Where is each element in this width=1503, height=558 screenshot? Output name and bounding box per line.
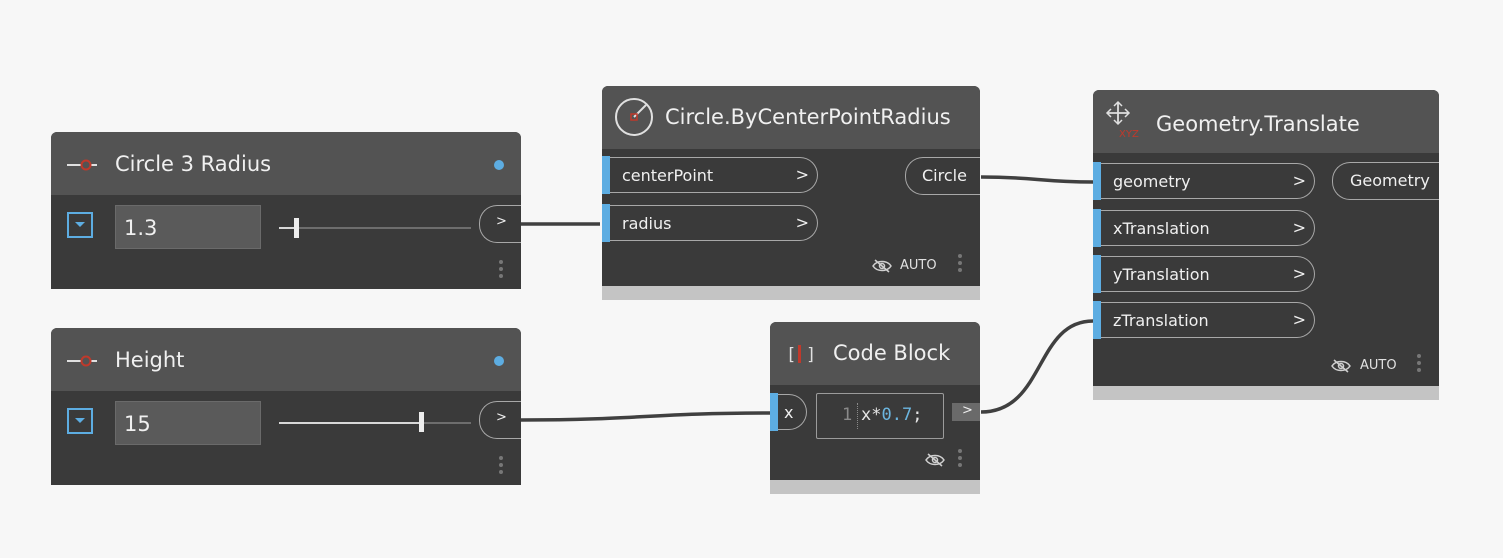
line-separator — [857, 403, 858, 429]
chevron-right-icon: > — [1292, 218, 1306, 237]
node-header[interactable]: Circle 3 Radius — [51, 132, 521, 195]
node-title: Circle.ByCenterPointRadius — [665, 105, 951, 129]
slider-track[interactable] — [279, 227, 471, 229]
chevron-right-icon: > — [1292, 171, 1306, 190]
node-title: Height — [115, 348, 185, 372]
input-port-geometry[interactable]: geometry > — [1093, 162, 1315, 200]
kebab-menu-icon[interactable] — [958, 254, 962, 275]
kebab-menu-icon[interactable] — [1417, 354, 1421, 375]
eye-slash-icon[interactable] — [872, 259, 892, 273]
input-port-label: radius — [622, 214, 672, 233]
run-mode-label: AUTO — [1360, 358, 1397, 373]
input-port-indicator — [602, 156, 610, 194]
chevron-right-icon: > — [1292, 310, 1306, 329]
code-terminator: ; — [912, 405, 923, 425]
slider-value-input[interactable]: 15 — [115, 401, 261, 445]
code-block-node[interactable]: [ ] Code Block x 1 x*0.7; > — [770, 322, 980, 494]
input-port-xtranslation[interactable]: xTranslation > — [1093, 209, 1315, 247]
input-port-centerpoint[interactable]: centerPoint > — [602, 156, 818, 194]
expand-dropdown-button[interactable] — [67, 408, 93, 434]
kebab-menu-icon[interactable] — [499, 456, 503, 477]
chevron-right-icon: > — [795, 213, 809, 232]
slider-thumb[interactable] — [419, 412, 425, 432]
eye-slash-icon[interactable] — [1331, 359, 1351, 373]
input-port-indicator — [1093, 162, 1101, 200]
line-number: 1 — [842, 405, 853, 425]
slider-fill — [279, 422, 422, 424]
input-port-label: centerPoint — [622, 166, 714, 185]
code-editor[interactable]: 1 x*0.7; — [816, 393, 944, 439]
run-mode-label: AUTO — [900, 258, 937, 273]
input-port-indicator — [770, 393, 778, 431]
input-port-ztranslation[interactable]: zTranslation > — [1093, 301, 1315, 339]
slider-thumb[interactable] — [294, 218, 300, 238]
slider-value-input[interactable]: 1.3 — [115, 205, 261, 249]
node-header[interactable]: [ ] Code Block — [770, 322, 980, 385]
code-number: 0.7 — [881, 405, 913, 425]
output-status-dot — [494, 160, 504, 170]
translate-icon-label: XYZ — [1119, 129, 1139, 140]
output-port[interactable]: > — [952, 403, 980, 421]
code-variable: x* — [861, 405, 882, 425]
wire-circle-to-translate[interactable] — [980, 175, 1094, 184]
node-header[interactable]: Height — [51, 328, 521, 391]
wire-codeblock-to-translate[interactable] — [980, 319, 1094, 414]
node-footer — [770, 480, 980, 494]
circle-node-icon — [615, 98, 653, 136]
slider-node-icon — [67, 355, 97, 367]
input-port-label: zTranslation — [1113, 311, 1209, 330]
expand-dropdown-button[interactable] — [67, 212, 93, 238]
geometry-translate-node[interactable]: XYZ Geometry.Translate geometry > xTrans… — [1093, 90, 1439, 400]
output-port[interactable]: > — [479, 401, 521, 439]
input-port-x[interactable]: x — [770, 393, 807, 431]
node-footer — [602, 286, 980, 300]
input-port-indicator — [1093, 209, 1101, 247]
wire-height-to-codeblock[interactable] — [520, 411, 771, 422]
node-title: Code Block — [833, 341, 951, 365]
input-port-indicator — [1093, 255, 1101, 293]
output-port[interactable]: > — [479, 205, 521, 243]
node-footer — [1093, 386, 1439, 400]
input-port-radius[interactable]: radius > — [602, 204, 818, 242]
output-port-label: Circle — [922, 166, 967, 185]
code-line: x*0.7; — [861, 405, 922, 425]
slider-fill — [279, 227, 297, 229]
number-slider-node-radius[interactable]: Circle 3 Radius 1.3 > — [51, 132, 521, 289]
output-port-geometry[interactable]: Geometry — [1332, 162, 1439, 200]
chevron-right-icon: > — [795, 165, 809, 184]
slider-node-icon — [67, 159, 97, 171]
chevron-right-icon: > — [496, 410, 507, 425]
svg-text:]: ] — [806, 345, 816, 365]
input-port-label: x — [784, 403, 794, 422]
input-port-label: geometry — [1113, 172, 1191, 191]
eye-slash-icon[interactable] — [925, 453, 945, 467]
output-port-label: Geometry — [1350, 171, 1430, 190]
node-header[interactable]: XYZ Geometry.Translate — [1093, 90, 1439, 153]
input-port-indicator — [602, 204, 610, 242]
circle-by-center-point-radius-node[interactable]: Circle.ByCenterPointRadius centerPoint >… — [602, 86, 980, 300]
node-title: Geometry.Translate — [1156, 112, 1360, 136]
node-title: Circle 3 Radius — [115, 152, 272, 176]
kebab-menu-icon[interactable] — [958, 449, 962, 470]
translate-move-icon: XYZ — [1105, 100, 1139, 140]
number-slider-node-height[interactable]: Height 15 > — [51, 328, 521, 485]
code-block-icon: [ ] — [786, 345, 816, 365]
chevron-right-icon: > — [496, 214, 507, 229]
input-port-label: xTranslation — [1113, 219, 1210, 238]
output-status-dot — [494, 356, 504, 366]
kebab-menu-icon[interactable] — [499, 260, 503, 281]
output-port-circle[interactable]: Circle — [905, 157, 980, 195]
input-port-ytranslation[interactable]: yTranslation > — [1093, 255, 1315, 293]
input-port-label: yTranslation — [1113, 265, 1210, 284]
chevron-right-icon: > — [962, 403, 973, 418]
node-header[interactable]: Circle.ByCenterPointRadius — [602, 86, 980, 149]
chevron-right-icon: > — [1292, 264, 1306, 283]
svg-text:[: [ — [786, 345, 796, 365]
input-port-indicator — [1093, 301, 1101, 339]
